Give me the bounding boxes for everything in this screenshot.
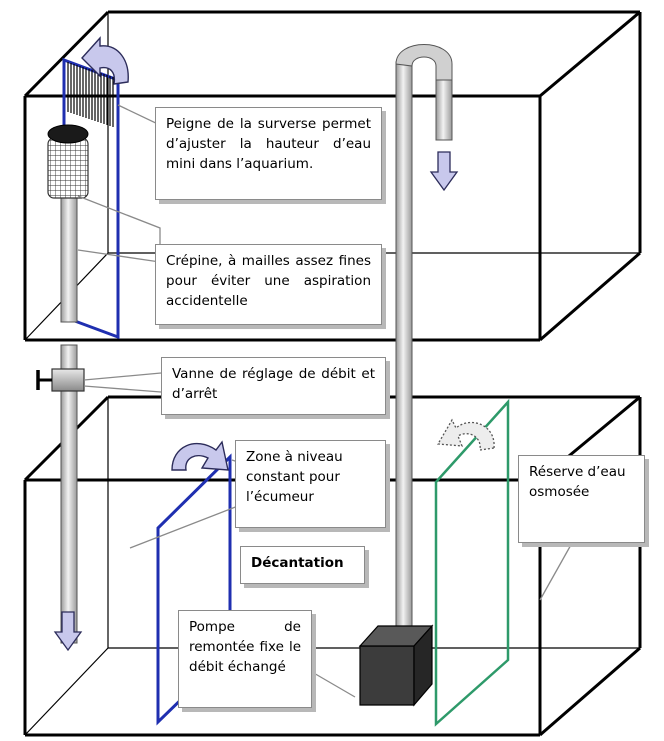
callout-decantation: Décantation: [240, 546, 365, 584]
curved-overflow-arrow-icon: [81, 36, 129, 85]
reserve-baffle: [434, 398, 510, 727]
callout-reserve: Réserve d’eau osmosée: [518, 455, 645, 543]
drain-pipe: [60, 189, 78, 644]
curved-overflow-arrow-icon: [436, 418, 495, 451]
callout-vanne: Vanne de réglage de débit et d’arrêt: [161, 357, 386, 415]
curved-overflow-arrow-icon: [171, 440, 229, 471]
flow-arrow-icon: [53, 611, 83, 652]
flow-arrow-icon: [429, 151, 459, 192]
callout-pompe: Pompe de remontée fixe le débit échangé: [178, 610, 312, 708]
callout-crepine: Crépine, à mailles assez fines pour évit…: [155, 244, 382, 325]
valve-icon: [36, 368, 85, 392]
pump-icon: [358, 624, 434, 707]
return-pipe: [395, 44, 453, 635]
strainer-icon: [47, 124, 89, 199]
aquarium-tank: [23, 10, 642, 342]
callout-zone-niveau-constant: Zone à niveau constant pour l’écumeur: [235, 440, 386, 528]
callout-peigne: Peigne de la surverse permet d’ajuster l…: [155, 107, 382, 200]
